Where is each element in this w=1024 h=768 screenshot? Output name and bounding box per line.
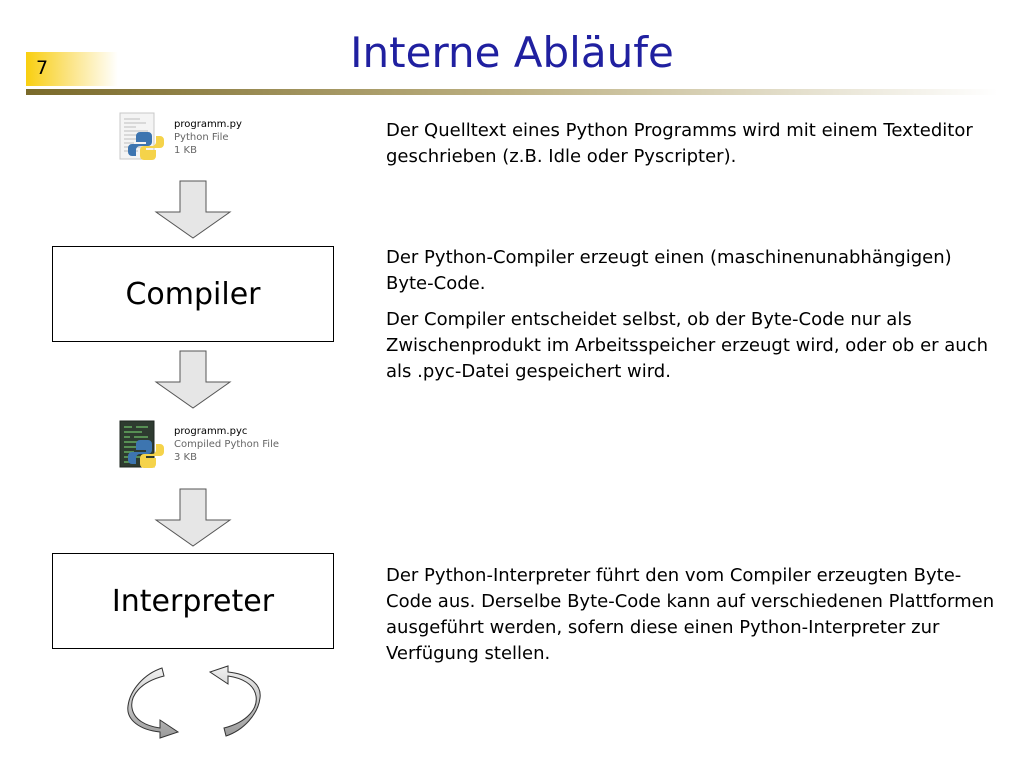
interpreter-description-text: Der Python-Interpreter führt den vom Com… [386,565,995,664]
compiled-file-size: 3 KB [174,452,197,463]
down-arrow-icon [154,488,232,547]
python-file-icon [118,112,164,162]
slide-title: Interne Abläufe [350,28,674,77]
compiled-python-file-icon [118,420,164,470]
page-number-badge [26,52,118,86]
interpreter-description: Der Python-Interpreter führt den vom Com… [386,563,996,667]
interpreter-label: Interpreter [111,583,275,619]
source-description: Der Quelltext eines Python Programms wir… [386,118,996,170]
interpreter-box: Interpreter [52,553,334,649]
compiler-description-text-1: Der Python-Compiler erzeugt einen (masch… [386,247,952,294]
source-file-size: 1 KB [174,145,197,156]
title-divider [26,89,998,95]
compiled-file-name: programm.pyc [174,426,248,437]
source-file-name: programm.py [174,119,242,130]
compiled-file-label: programm.pyc Compiled Python File 3 KB [174,425,279,464]
compiled-file-type: Compiled Python File [174,439,279,450]
compiler-description-text-2: Der Compiler entscheidet selbst, ob der … [386,309,989,382]
compiler-description: Der Python-Compiler erzeugt einen (masch… [386,245,996,385]
page-number: 7 [36,57,49,79]
compiler-box: Compiler [52,246,334,342]
compiler-label: Compiler [125,276,261,312]
down-arrow-icon [154,180,232,239]
source-description-text: Der Quelltext eines Python Programms wir… [386,120,973,167]
source-file-label: programm.py Python File 1 KB [174,118,242,157]
cycle-arrows-icon [127,665,261,739]
source-file-type: Python File [174,132,229,143]
down-arrow-icon [154,350,232,409]
